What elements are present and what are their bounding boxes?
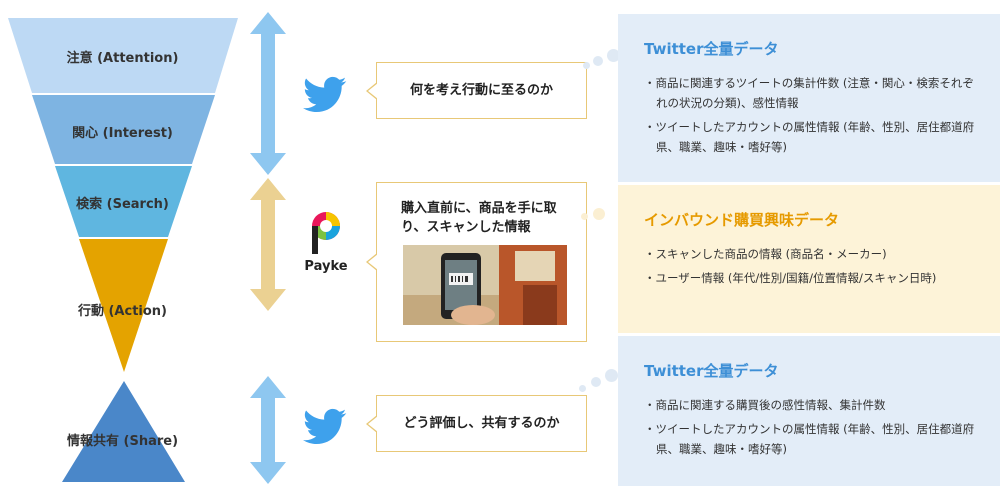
- phone-scan-photo: [403, 245, 567, 325]
- info-panel-inbound: インバウンド購買興味データ ・スキャンした商品の情報 (商品名・メーカー) ・ユ…: [618, 185, 1000, 333]
- panel-title: インバウンド購買興味データ: [644, 211, 840, 229]
- panel-list-item: ・商品に関連するツイートの集計件数 (注意・関心・検索それぞれの状況の分類)、感…: [644, 76, 974, 110]
- panel-list-item: ・ツイートしたアカウントの属性情報 (年齢、性別、居住都道府県、職業、趣味・嗜好…: [644, 422, 975, 456]
- connector-dot: [581, 213, 588, 220]
- panel-list: ・スキャンした商品の情報 (商品名・メーカー) ・ユーザー情報 (年代/性別/国…: [644, 244, 978, 288]
- double-arrow-middle: [250, 178, 286, 311]
- info-panel-twitter-bottom: Twitter全量データ ・商品に関連する購買後の感性情報、集計件数 ・ツイート…: [618, 336, 1000, 486]
- panel-list-item: ・ツイートしたアカウントの属性情報 (年齢、性別、居住都道府県、職業、趣味・嗜好…: [644, 120, 975, 154]
- speech-text-bottom: どう評価し、共有するのか: [403, 416, 560, 431]
- funnel: [8, 18, 238, 482]
- stage-label-action: 行動 (Action): [77, 304, 168, 319]
- panel-list-item: ・ユーザー情報 (年代/性別/国籍/位置情報/スキャン日時): [644, 271, 937, 285]
- funnel-attention: [8, 18, 238, 93]
- payke-brand: Payke: [304, 259, 348, 274]
- speech-text-middle: 購入直前に、商品を手に取り、スキャンした情報: [401, 201, 557, 235]
- panel-list: ・商品に関連する購買後の感性情報、集計件数 ・ツイートしたアカウントの属性情報 …: [644, 395, 978, 459]
- connector-dot: [593, 208, 605, 220]
- speech-bubble-bottom: どう評価し、共有するのか: [366, 395, 587, 452]
- stage-label-interest: 関心 (Interest): [72, 126, 173, 141]
- funnel-interest: [32, 95, 215, 164]
- panel-title: Twitter全量データ: [644, 362, 779, 380]
- connector-dot: [583, 62, 590, 69]
- payke-logo-icon: [312, 212, 340, 254]
- panel-list-item: ・スキャンした商品の情報 (商品名・メーカー): [644, 247, 887, 261]
- double-arrow-bottom: [250, 376, 286, 484]
- connector-dot: [607, 49, 620, 62]
- panel-title: Twitter全量データ: [644, 40, 779, 58]
- connector-dot: [605, 369, 618, 382]
- speech-text-top: 何を考え行動に至るのか: [409, 83, 553, 98]
- panel-list: ・商品に関連するツイートの集計件数 (注意・関心・検索それぞれの状況の分類)、感…: [644, 73, 978, 157]
- funnel-action: [79, 239, 168, 372]
- connector-dot: [593, 56, 603, 66]
- speech-bubble-middle: 購入直前に、商品を手に取り、スキャンした情報: [366, 182, 587, 342]
- funnel-share: [62, 381, 185, 482]
- twitter-bird-icon: [303, 408, 347, 445]
- stage-label-share: 情報共有 (Share): [66, 434, 179, 449]
- speech-bubble-top: 何を考え行動に至るのか: [366, 62, 587, 119]
- panel-list-item: ・商品に関連する購買後の感性情報、集計件数: [644, 398, 886, 412]
- twitter-bird-icon: [303, 76, 347, 113]
- stage-label-attention: 注意 (Attention): [66, 51, 179, 66]
- funnel-search: [55, 166, 192, 237]
- connector-dot: [591, 377, 601, 387]
- stage-label-search: 検索 (Search): [76, 197, 169, 212]
- connector-dot: [579, 385, 586, 392]
- info-panel-twitter-top: Twitter全量データ ・商品に関連するツイートの集計件数 (注意・関心・検索…: [618, 14, 1000, 182]
- double-arrow-top: [250, 12, 286, 175]
